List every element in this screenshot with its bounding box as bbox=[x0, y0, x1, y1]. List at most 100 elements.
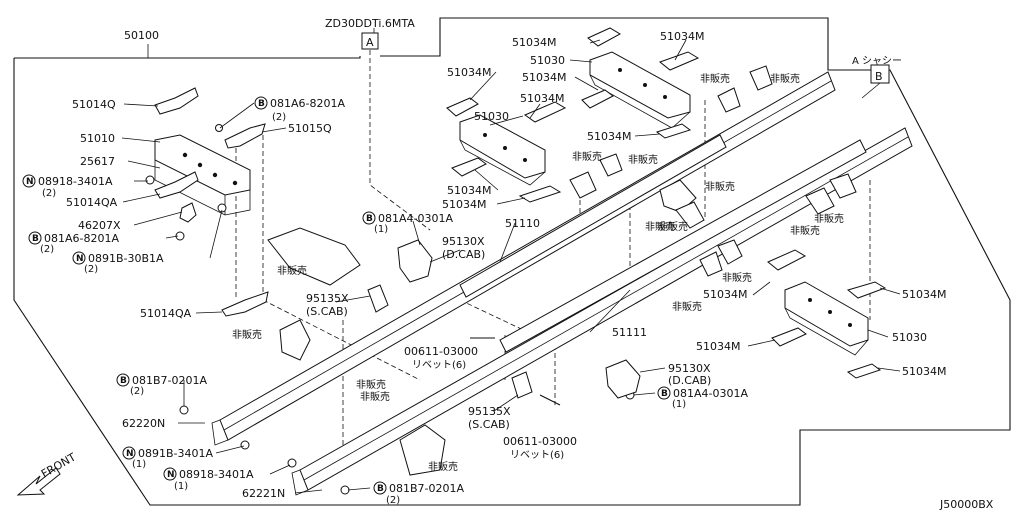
label-not-sold-11: 非販売 bbox=[722, 271, 752, 284]
label-95135x-bot-sub: (S.CAB) bbox=[468, 418, 510, 431]
label-51014q: 51014Q bbox=[72, 98, 116, 111]
circled-b-5: B bbox=[366, 214, 373, 224]
front-label: FRONT bbox=[39, 450, 78, 480]
circled-n-2: N bbox=[76, 254, 84, 264]
label-95135x-bot: 95135X bbox=[468, 405, 511, 418]
label-51034m-7: 51034M bbox=[447, 184, 491, 197]
inner-reinforcement bbox=[459, 134, 867, 353]
label-51014qa-bot: 51014QA bbox=[140, 307, 192, 320]
label-95130x-bot-sub: (D.CAB) bbox=[668, 374, 711, 387]
label-51034m-6: 51034M bbox=[587, 130, 631, 143]
circled-b-2: B bbox=[32, 234, 39, 244]
label-not-sold-13: 非販売 bbox=[356, 378, 386, 391]
label-62220n: 62220N bbox=[122, 417, 165, 430]
label-46207x: 46207X bbox=[78, 219, 121, 232]
label-00611-bot: 00611-03000 bbox=[503, 435, 577, 448]
label-081b7-top: 081B7-0201A bbox=[132, 374, 208, 387]
circled-b-4: B bbox=[377, 484, 384, 494]
label-081a4-top: 081A4-0301A bbox=[378, 212, 453, 225]
rivets bbox=[470, 337, 561, 406]
label-51034m-3: 51034M bbox=[447, 66, 491, 79]
label-51034m-9: 51034M bbox=[703, 288, 747, 301]
drawing-code: J50000BX bbox=[939, 498, 994, 511]
label-51111: 51111 bbox=[612, 326, 647, 339]
label-081b7-top-qty: (2) bbox=[130, 386, 144, 397]
view-a-caption: A シャシー bbox=[852, 56, 902, 67]
label-081a4-bot: 081A4-0301A bbox=[673, 387, 748, 400]
assembly-boundary bbox=[13, 17, 1011, 506]
label-08918-bot-qty: (1) bbox=[174, 481, 188, 492]
label-081a4-top-qty: (1) bbox=[374, 224, 388, 235]
label-08918-top: 08918-3401A bbox=[38, 175, 113, 188]
label-51030-2: 51030 bbox=[474, 110, 509, 123]
view-b-letter: B bbox=[875, 70, 883, 83]
variant-label: ZD30DDTi.6MTA bbox=[325, 17, 415, 30]
label-51034m-10: 51034M bbox=[902, 288, 946, 301]
label-00611-top-sub: リベット(6) bbox=[412, 359, 466, 371]
not-sold-brackets bbox=[267, 65, 857, 476]
label-51110: 51110 bbox=[505, 217, 540, 230]
part-labels: ZD30DDTi.6MTA A A シャシー B J50000BX FRONT … bbox=[22, 17, 994, 511]
label-08918-top-qty: (2) bbox=[42, 188, 56, 199]
label-51034m-12: 51034M bbox=[902, 365, 946, 378]
label-not-sold-3: 非販売 bbox=[700, 72, 730, 85]
label-not-sold-15: 非販売 bbox=[658, 220, 688, 233]
label-not-sold-12: 非販売 bbox=[672, 300, 702, 313]
label-00611-top: 00611-03000 bbox=[404, 345, 478, 358]
label-51034m-4: 51034M bbox=[522, 71, 566, 84]
front-crossmember-51010 bbox=[154, 87, 269, 317]
label-081a6-mid: 081A6-8201A bbox=[44, 232, 119, 245]
mount-brackets bbox=[367, 239, 641, 399]
label-081b7-bot-qty: (2) bbox=[386, 495, 400, 506]
circled-b-3: B bbox=[120, 376, 127, 386]
label-00611-bot-sub: リベット(6) bbox=[510, 449, 564, 461]
crossmember-51030-top bbox=[581, 27, 700, 139]
label-0891b-bot-qty: (1) bbox=[132, 459, 146, 470]
view-b-box bbox=[861, 64, 890, 99]
view-a-letter: A bbox=[366, 36, 374, 49]
label-08918-bot: 08918-3401A bbox=[179, 468, 254, 481]
label-50100: 50100 bbox=[124, 29, 159, 42]
label-95130x-top: 95130X bbox=[442, 235, 485, 248]
label-0891b-bot: 0891B-3401A bbox=[138, 447, 214, 460]
label-not-sold-4: 非販売 bbox=[770, 72, 800, 85]
front-arrow-icon bbox=[16, 467, 61, 496]
circled-b-6: B bbox=[661, 389, 668, 399]
label-081a6-top: 081A6-8201A bbox=[270, 97, 345, 110]
label-51034m-5: 51034M bbox=[520, 92, 564, 105]
label-51034m-11: 51034M bbox=[696, 340, 740, 353]
leader-lines bbox=[121, 39, 901, 494]
label-51034m-2: 51034M bbox=[660, 30, 704, 43]
label-081b7-bot: 081B7-0201A bbox=[389, 482, 465, 495]
label-51014qa-top: 51014QA bbox=[66, 196, 118, 209]
circled-b-1: B bbox=[258, 99, 265, 109]
label-51034m-8: 51034M bbox=[442, 198, 486, 211]
label-not-sold-2: 非販売 bbox=[232, 328, 262, 341]
label-not-sold-8: 非販売 bbox=[645, 220, 675, 233]
crossmember-51030-upper bbox=[446, 97, 567, 203]
label-not-sold-14: 非販売 bbox=[428, 460, 458, 473]
label-62221n: 62221N bbox=[242, 487, 285, 500]
label-081a6-mid-qty: (2) bbox=[40, 244, 54, 255]
circled-n-4: N bbox=[167, 470, 175, 480]
label-95130x-top-sub: (D.CAB) bbox=[442, 248, 485, 261]
label-081a4-bot-qty: (1) bbox=[672, 399, 686, 410]
crossmember-51030-lower bbox=[767, 249, 887, 379]
label-not-sold-6: 非販売 bbox=[628, 153, 658, 166]
label-not-sold-7: 非販売 bbox=[705, 180, 735, 193]
label-0891b-top: 0891B-30B1A bbox=[88, 252, 164, 265]
dashed-guides bbox=[235, 50, 871, 445]
label-not-sold-16: 非販売 bbox=[360, 390, 390, 403]
label-95135x-top: 95135X bbox=[306, 292, 349, 305]
label-0891b-top-qty: (2) bbox=[84, 264, 98, 275]
label-51010: 51010 bbox=[80, 132, 115, 145]
label-081a6-top-qty: (2) bbox=[272, 112, 286, 123]
label-not-sold-10: 非販売 bbox=[790, 224, 820, 237]
view-a-box bbox=[361, 32, 379, 50]
label-95130x-bot: 95130X bbox=[668, 362, 711, 375]
label-not-sold-1: 非販売 bbox=[277, 264, 307, 277]
label-51015q: 51015Q bbox=[288, 122, 332, 135]
label-51030-1: 51030 bbox=[530, 54, 565, 67]
